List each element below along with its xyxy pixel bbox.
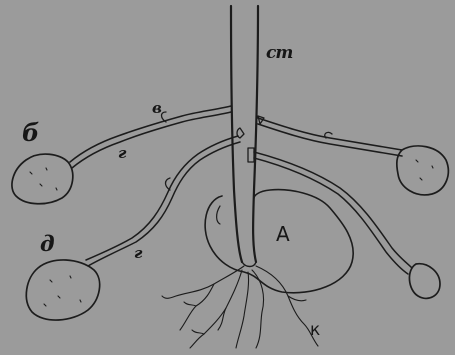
stolon-joint-lower-right [248, 148, 254, 162]
label-tuber-d: д [40, 233, 55, 254]
tuber-b [12, 154, 73, 204]
stolon-upper-left [70, 106, 231, 168]
mother-tuber-detail [217, 206, 220, 224]
root-system [162, 266, 318, 348]
label-stem: ст [266, 45, 292, 62]
tuber-b-eyes [30, 168, 57, 190]
label-stolon-v: в [152, 101, 162, 116]
stolon-upper-right [258, 116, 402, 156]
tuber-d-eyes [44, 276, 81, 306]
label-stolon-g-lower: г [134, 246, 142, 261]
label-stolon-g-upper: г [118, 146, 126, 161]
stolon-lower-right [248, 148, 412, 274]
label-mother-tuber: А [276, 224, 290, 244]
tuber-right-upper-eyes [416, 160, 433, 180]
tuber-right-lower [409, 264, 440, 299]
tuber-right-upper [397, 146, 449, 195]
stolon-joint-upper [237, 128, 244, 138]
label-roots: к [310, 322, 320, 339]
tuber-d [26, 260, 99, 320]
label-tuber-b: б [22, 121, 39, 145]
stolon-joint-right [258, 116, 264, 124]
